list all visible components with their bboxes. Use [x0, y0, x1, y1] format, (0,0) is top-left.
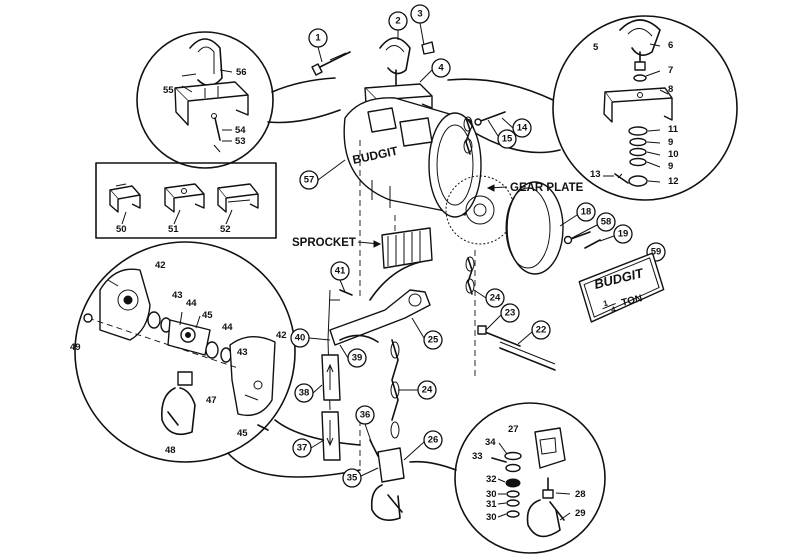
callout-37: 37	[292, 438, 312, 458]
callout-36: 36	[355, 405, 375, 425]
callout-30b: 30	[486, 512, 497, 523]
callout-9b: 9	[668, 161, 673, 172]
callout-39: 39	[347, 348, 367, 368]
svg-text:24: 24	[422, 385, 433, 396]
svg-text:36: 36	[360, 410, 371, 421]
svg-text:15: 15	[502, 134, 513, 145]
callout-5: 5	[593, 42, 599, 53]
callout-53: 53	[235, 136, 246, 147]
svg-text:19: 19	[618, 229, 629, 240]
callout-34: 34	[485, 437, 496, 448]
callout-45a: 45	[202, 310, 213, 321]
callout-23: 23	[500, 303, 520, 323]
badge-fraction-den: 4	[610, 305, 617, 315]
callout-45b: 45	[237, 428, 248, 439]
callout-40: 40	[290, 328, 310, 348]
budgit-badge: BUDGIT 1 4 TON	[578, 252, 665, 323]
callout-44a: 44	[186, 298, 197, 309]
svg-text:2: 2	[395, 16, 400, 27]
callout-8: 8	[668, 84, 673, 95]
callout-48: 48	[165, 445, 176, 456]
callout-58: 58	[596, 212, 616, 232]
callout-10: 10	[668, 149, 679, 160]
callout-1: 1	[308, 28, 328, 48]
callout-9a: 9	[668, 137, 673, 148]
callout-31: 31	[486, 499, 497, 510]
svg-text:38: 38	[299, 388, 310, 399]
callout-30a: 30	[486, 489, 497, 500]
callout-42a: 42	[155, 260, 166, 271]
svg-text:24: 24	[490, 293, 501, 304]
svg-text:22: 22	[536, 325, 547, 336]
svg-text:25: 25	[428, 335, 439, 346]
callout-28: 28	[575, 489, 586, 500]
callout-52: 52	[220, 224, 231, 235]
callout-49: 49	[70, 342, 81, 353]
callout-29: 29	[575, 508, 586, 519]
detail-circle-bottom-right	[409, 402, 606, 554]
svg-text:23: 23	[505, 308, 516, 319]
callout-3: 3	[410, 4, 430, 24]
callout-4: 4	[431, 58, 451, 78]
callout-44b: 44	[222, 322, 233, 333]
callout-47: 47	[206, 395, 217, 406]
callout-7: 7	[668, 65, 673, 76]
bracket-options-box	[95, 162, 277, 239]
callout-26: 26	[423, 430, 443, 450]
svg-text:41: 41	[335, 266, 346, 277]
callout-51: 51	[168, 224, 179, 235]
detail-circle-left	[74, 241, 361, 478]
callout-11: 11	[668, 124, 679, 135]
callout-38: 38	[294, 383, 314, 403]
detail-circle-top-left	[136, 31, 341, 169]
callout-56: 56	[236, 67, 247, 78]
callout-41: 41	[330, 261, 350, 281]
callout-12: 12	[668, 176, 679, 187]
callout-18: 18	[576, 202, 596, 222]
callout-32: 32	[486, 474, 497, 485]
svg-text:26: 26	[428, 435, 439, 446]
svg-text:39: 39	[352, 353, 363, 364]
callout-57: 57	[299, 170, 319, 190]
callout-35: 35	[342, 468, 362, 488]
callout-25: 25	[423, 330, 443, 350]
gear-plate-label: GEAR PLATE	[510, 182, 584, 194]
svg-text:18: 18	[581, 207, 592, 218]
svg-text:57: 57	[304, 175, 315, 186]
svg-text:14: 14	[517, 123, 528, 134]
callout-15: 15	[497, 129, 517, 149]
callout-24b: 24	[417, 380, 437, 400]
callout-24a: 24	[485, 288, 505, 308]
svg-text:59: 59	[651, 247, 662, 258]
callout-6: 6	[668, 40, 673, 51]
svg-text:35: 35	[347, 473, 358, 484]
svg-text:37: 37	[297, 443, 308, 454]
callout-43b: 43	[237, 347, 248, 358]
callout-42b: 42	[276, 330, 287, 341]
callout-14: 14	[512, 118, 532, 138]
callout-22: 22	[531, 320, 551, 340]
badge-unit: TON	[620, 293, 643, 309]
svg-text:40: 40	[295, 333, 306, 344]
callout-50: 50	[116, 224, 127, 235]
callout-27: 27	[508, 424, 519, 435]
callout-13: 13	[590, 169, 601, 180]
callout-19: 19	[613, 224, 633, 244]
callout-55: 55	[163, 85, 174, 96]
svg-text:4: 4	[438, 63, 444, 74]
detail-circle-top-right	[447, 15, 738, 201]
badge-fraction-num: 1	[602, 298, 609, 308]
svg-text:1: 1	[315, 33, 321, 44]
callout-54: 54	[235, 125, 246, 136]
callout-43a: 43	[172, 290, 183, 301]
callout-33: 33	[472, 451, 483, 462]
callout-2: 2	[388, 11, 408, 31]
central-assembly	[311, 37, 601, 521]
svg-text:58: 58	[601, 217, 612, 228]
svg-text:3: 3	[417, 9, 422, 20]
sprocket-label: SPROCKET	[292, 237, 356, 249]
